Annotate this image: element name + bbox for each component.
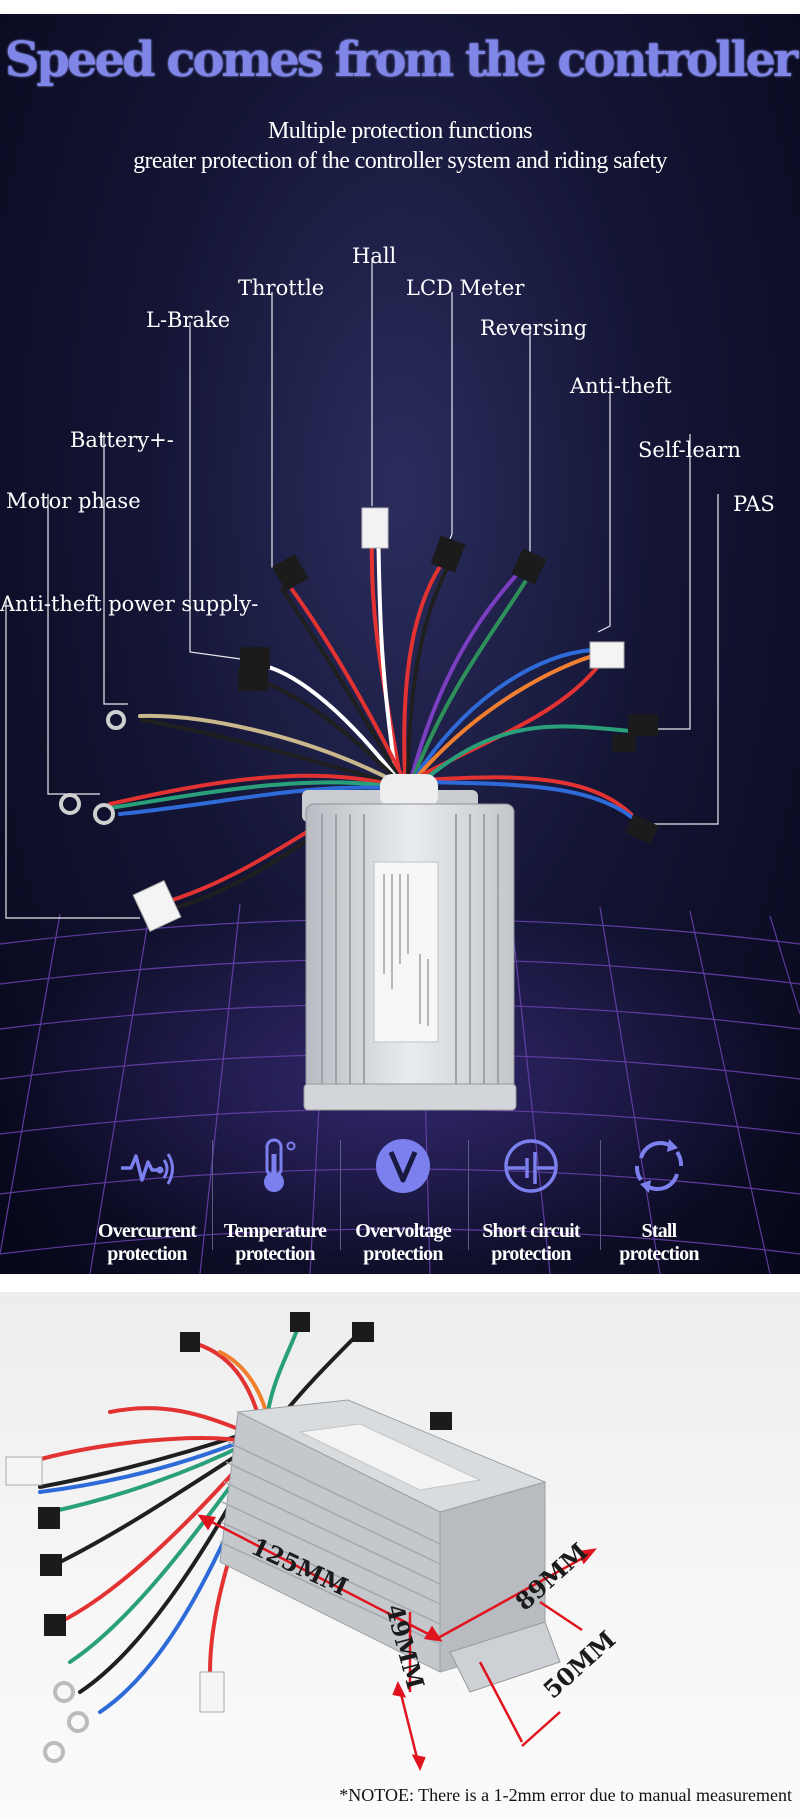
feature-overvoltage: Overvoltage protection xyxy=(338,1120,468,1270)
feature-overcurrent: Overcurrent protection xyxy=(82,1120,212,1270)
controller-box xyxy=(302,774,517,1111)
label-hall: Hall xyxy=(352,244,397,268)
feature-label-line-2: protection xyxy=(363,1243,443,1265)
feature-stall: Stall protection xyxy=(594,1120,724,1270)
stall-arrows-icon xyxy=(634,1139,684,1193)
thermometer-icon xyxy=(264,1138,296,1192)
connectors xyxy=(59,507,659,932)
controller-wiring-panel: Speed comes from the controller Multiple… xyxy=(0,14,800,1274)
label-l-brake: L-Brake xyxy=(146,308,231,332)
feature-divider xyxy=(340,1140,341,1250)
label-throttle: Throttle xyxy=(238,276,325,300)
page-title: Speed comes from the controller xyxy=(4,32,799,88)
feature-label-line-2: protection xyxy=(235,1243,315,1265)
controller-box xyxy=(219,1399,561,1693)
label-lcd-meter: LCD Meter xyxy=(406,276,525,300)
subtitle-line-1: Multiple protection functions xyxy=(268,118,532,144)
feature-label-line-2: protection xyxy=(619,1243,699,1265)
label-anti-theft: Anti-theft xyxy=(570,374,672,398)
label-pas: PAS xyxy=(733,492,775,516)
feature-label-line-1: Temperature xyxy=(223,1220,327,1242)
top-white-strip xyxy=(0,0,800,14)
feature-label-line-1: Overvoltage xyxy=(355,1220,451,1242)
label-self-learn: Self-learn xyxy=(638,438,741,462)
label-reversing: Reversing xyxy=(480,316,588,340)
subtitle-line-2: greater protection of the controller sys… xyxy=(133,148,667,174)
feature-label: Short circuit protection xyxy=(461,1220,601,1266)
feature-label: Stall protection xyxy=(589,1220,729,1266)
feature-label-line-1: Stall xyxy=(641,1220,678,1242)
connectors xyxy=(5,1312,452,1763)
feature-divider xyxy=(468,1140,469,1250)
feature-label-line-2: protection xyxy=(491,1243,571,1265)
controller-wiring-illustration xyxy=(0,258,800,1274)
panel-gap xyxy=(0,1274,800,1292)
controller-dimensions-illustration xyxy=(5,1312,598,1772)
feature-label-line-1: Overcurrent xyxy=(97,1220,197,1242)
dimension-lines xyxy=(197,1514,598,1772)
feature-label: Overcurrent protection xyxy=(77,1220,217,1266)
label-anti-theft-power-supply: Anti-theft power supply- xyxy=(0,592,259,616)
voltage-v-icon xyxy=(376,1139,430,1193)
feature-label: Overvoltage protection xyxy=(333,1220,473,1266)
feature-short-circuit: Short circuit protection xyxy=(466,1120,596,1270)
protection-features: Overcurrent protection Temperature prote… xyxy=(60,1120,740,1274)
dimensions-panel: 125MM 49MM 89MM 50MM xyxy=(0,1292,800,1819)
wire-bundle xyxy=(108,524,644,916)
measurement-footnote: *NOTOE: There is a 1-2mm error due to ma… xyxy=(339,1785,792,1805)
feature-temperature: Temperature protection xyxy=(210,1120,340,1270)
overcurrent-icon xyxy=(121,1153,174,1185)
feature-label-line-2: protection xyxy=(107,1243,187,1265)
feature-label-line-1: Short circuit xyxy=(482,1220,580,1242)
feature-divider xyxy=(600,1140,601,1250)
feature-label: Temperature protection xyxy=(205,1220,345,1266)
feature-divider xyxy=(212,1140,213,1250)
label-motor-phase: Motor phase xyxy=(6,489,141,513)
label-battery: Battery+- xyxy=(70,428,174,452)
short-circuit-icon xyxy=(504,1139,558,1193)
